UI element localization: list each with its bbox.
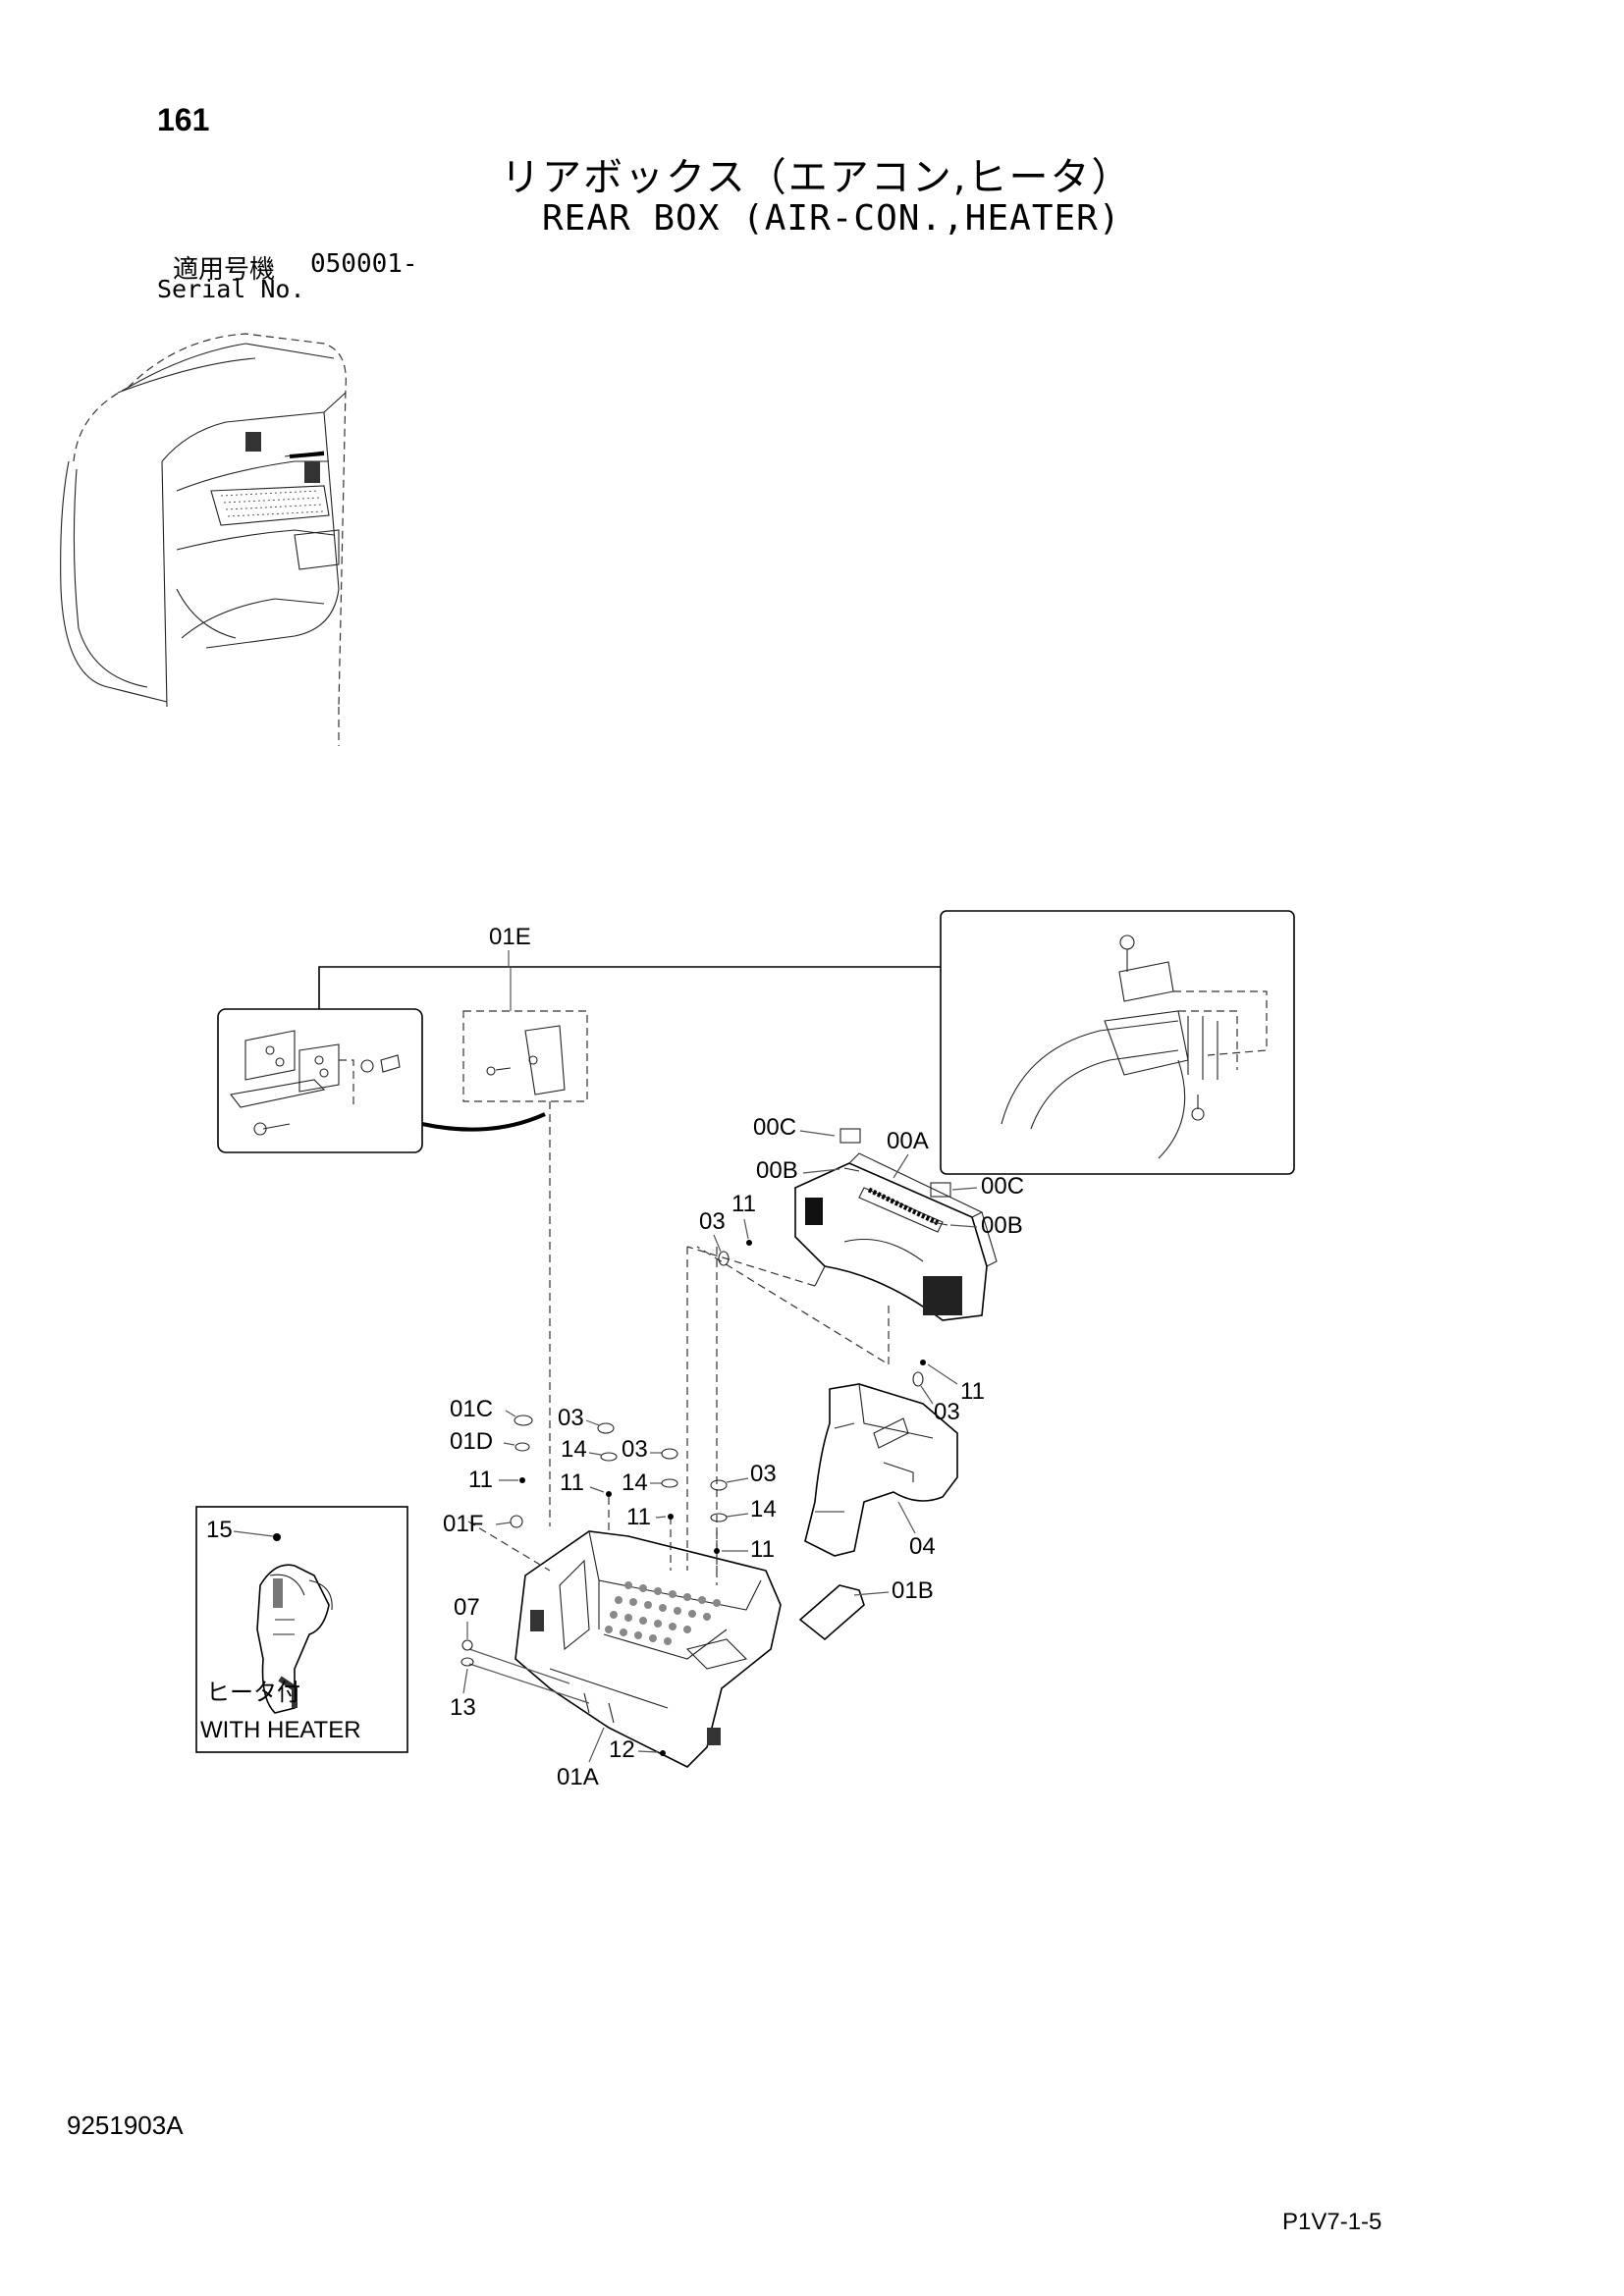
callout-14-center: 14	[561, 1436, 587, 1463]
bracket-01E-detail	[462, 1010, 588, 1102]
callout-01B: 01B	[892, 1577, 934, 1604]
callout-01E: 01E	[489, 924, 531, 950]
callout-13: 13	[450, 1694, 476, 1721]
callout-00B: 00B	[756, 1157, 798, 1184]
callout-00B-right: 00B	[981, 1212, 1023, 1239]
heater-unit-illustration	[256, 1564, 333, 1714]
callout-03-right: 03	[934, 1399, 960, 1425]
clip-00B-right	[932, 1221, 948, 1226]
callout-11-left: 11	[468, 1467, 493, 1493]
lower-box-01A	[514, 1530, 782, 1768]
clip-00B-left	[843, 1167, 860, 1172]
cover-01B	[798, 1584, 865, 1641]
callout-03-duct: 03	[750, 1461, 777, 1487]
callout-03-center: 03	[558, 1405, 584, 1431]
clip-00C-left	[839, 1128, 861, 1144]
callout-01A: 01A	[557, 1764, 599, 1790]
heater-label-en: WITH HEATER	[200, 1717, 361, 1743]
heater-label-jp: ヒータ付	[206, 1680, 300, 1706]
page-code: P1V7-1-5	[1282, 2209, 1382, 2235]
callout-01F: 01F	[443, 1511, 483, 1537]
rear-panel-00A	[686, 1152, 998, 1366]
callout-14-duct: 14	[750, 1496, 777, 1522]
callout-11-top: 11	[731, 1191, 756, 1217]
callout-07: 07	[454, 1594, 480, 1621]
callout-14-center-right: 14	[622, 1469, 648, 1496]
harness-cable	[421, 1112, 546, 1132]
duct-04	[804, 1383, 958, 1557]
heater-option-box: 15 ヒータ付 WITH HEATER	[195, 1506, 408, 1753]
assembly-guide-lines	[467, 1101, 718, 1704]
clip-00C-right	[930, 1182, 951, 1198]
page-number: 161	[157, 102, 210, 137]
serial-label-jp: 適用号機	[173, 255, 276, 285]
callout-01C: 01C	[450, 1396, 493, 1422]
callout-01D: 01D	[450, 1428, 493, 1455]
callout-12: 12	[609, 1736, 635, 1763]
callout-15: 15	[206, 1517, 233, 1543]
callout-11-center-right: 11	[626, 1504, 651, 1530]
callout-00C-right: 00C	[981, 1173, 1024, 1200]
callout-03-center-right: 03	[622, 1436, 648, 1463]
serial-label-en: Serial No.	[157, 275, 305, 303]
callout-00A: 00A	[887, 1128, 929, 1154]
page-title-en: REAR BOX (AIR-CON.,HEATER)	[542, 198, 1121, 239]
serial-number: 050001-	[310, 249, 418, 279]
callout-11-duct: 11	[750, 1536, 775, 1563]
callout-03-top: 03	[699, 1208, 726, 1235]
callout-11-right: 11	[960, 1378, 985, 1405]
inset-location-detail	[940, 910, 1295, 1175]
page-title-jp: リアボックス（エアコン,ヒータ）	[501, 155, 1133, 200]
callouts: 01E 00C 00A 00B 00C 00B 03 11 11 03 01C …	[443, 924, 1024, 1790]
callout-00C: 00C	[753, 1114, 796, 1141]
callout-04: 04	[909, 1533, 936, 1560]
document-code: 9251903A	[67, 2110, 184, 2140]
cab-overview-illustration	[60, 333, 347, 746]
callout-11-center: 11	[560, 1469, 584, 1496]
inset-bracket-detail	[217, 1008, 423, 1153]
inset-connector-lines	[318, 950, 941, 1011]
